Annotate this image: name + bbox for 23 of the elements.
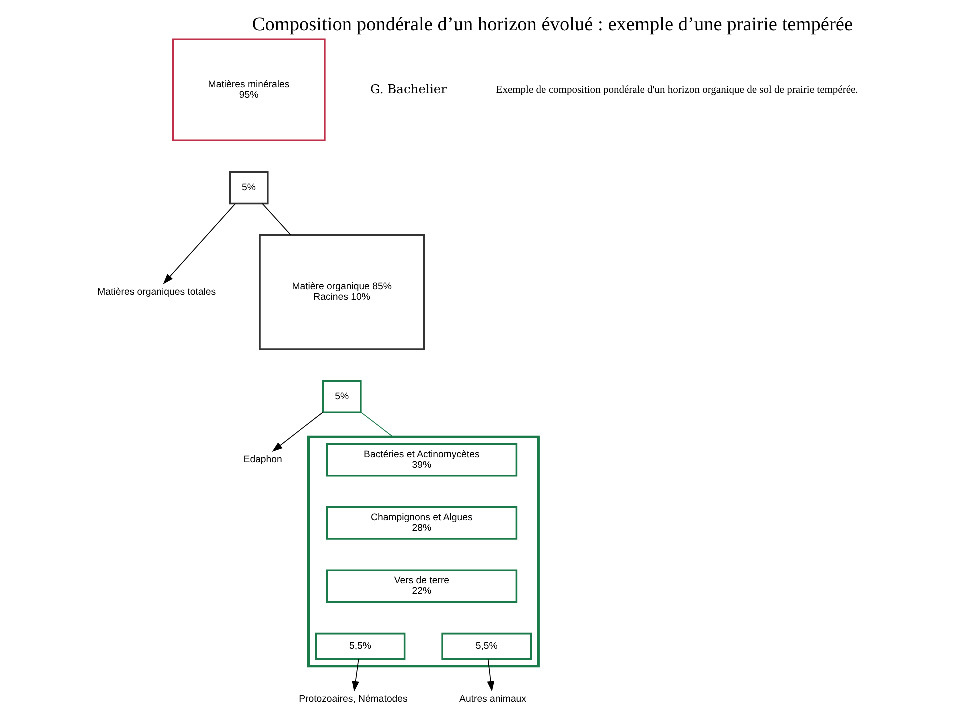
arrow (352, 658, 360, 692)
node-box: Matière organique 85% Racines 10% (259, 234, 425, 350)
node-text: Edaphon (244, 454, 282, 466)
node-box: 5% (229, 171, 269, 205)
cluster (307, 436, 540, 668)
connector (262, 203, 292, 236)
node-box: 5% (322, 380, 362, 414)
arrow (487, 658, 495, 692)
node-text: Autres animaux (460, 694, 527, 706)
node-box: Champignons et Algues 28% (326, 506, 518, 540)
label: G. Bachelier (370, 82, 448, 96)
connector (360, 412, 394, 438)
node-box: 5,5% (442, 632, 532, 660)
arrow (163, 203, 236, 284)
diagram-title: Composition pondérale d’un horizon évolué : exemple d’une prairie tempérée (252, 14, 854, 36)
node-box: Bactéries et Actinomycètes 39% (326, 443, 518, 477)
node-text: Matières organiques totales (98, 286, 216, 298)
node-text: Protozoaires, Nématodes (299, 694, 408, 706)
node-box: 5,5% (315, 632, 406, 660)
node-box: Matières minérales 95% (172, 38, 326, 142)
arrow (272, 412, 324, 452)
node-box: Vers de terre 22% (326, 570, 518, 604)
caption: Exemple de composition pondérale d'un horizon organique de sol de prairie tempérée. (496, 84, 858, 96)
